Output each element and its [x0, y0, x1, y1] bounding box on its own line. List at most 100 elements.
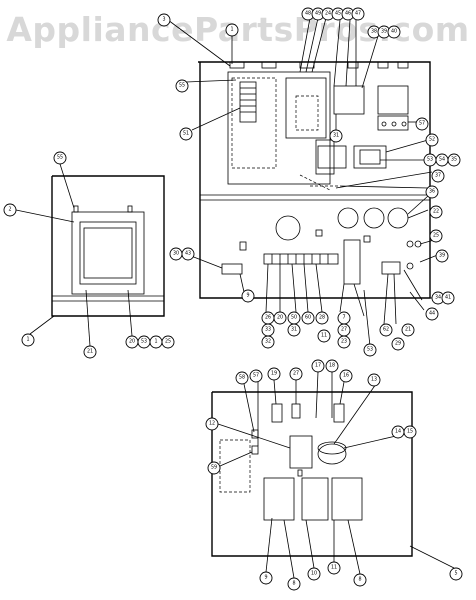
callout: 1	[149, 335, 163, 349]
callout: 55	[53, 151, 67, 165]
svg-text:58: 58	[239, 375, 245, 381]
callout: 44	[425, 307, 439, 321]
callout: 21	[83, 345, 97, 359]
callout: 31	[329, 129, 343, 143]
svg-text:7: 7	[342, 315, 345, 321]
svg-text:19: 19	[271, 371, 277, 377]
svg-text:11: 11	[321, 333, 327, 339]
svg-text:20: 20	[277, 315, 283, 321]
callout: 57	[249, 369, 263, 383]
svg-text:31: 31	[291, 327, 297, 333]
callout: 51	[179, 127, 193, 141]
svg-text:35: 35	[451, 157, 457, 163]
callout: 54	[435, 153, 449, 167]
svg-text:29: 29	[395, 341, 401, 347]
callout: 59	[207, 461, 221, 475]
svg-text:34: 34	[435, 295, 441, 301]
callout: 14	[391, 425, 405, 439]
left-cover-panel	[51, 175, 165, 317]
svg-text:50: 50	[291, 315, 297, 321]
callout: 50	[287, 311, 301, 325]
callout: 27	[337, 323, 351, 337]
svg-text:31: 31	[333, 133, 339, 139]
callout: 19	[267, 367, 281, 381]
callout: 5	[449, 567, 463, 581]
callout: 43	[181, 247, 195, 261]
svg-text:49: 49	[315, 11, 321, 17]
callout: 18	[325, 359, 339, 373]
svg-text:45: 45	[335, 11, 341, 17]
callout: 32	[261, 335, 275, 349]
callout: 8	[353, 573, 367, 587]
callout: 1	[225, 23, 239, 37]
callout: 20	[273, 311, 287, 325]
svg-text:55: 55	[179, 83, 185, 89]
svg-text:37: 37	[435, 173, 441, 179]
callout: 28	[315, 311, 329, 325]
callout: 36	[425, 185, 439, 199]
svg-text:39: 39	[439, 253, 445, 259]
svg-text:48: 48	[305, 11, 311, 17]
svg-text:16: 16	[343, 373, 349, 379]
callout: 53	[137, 335, 151, 349]
svg-text:13: 13	[371, 377, 377, 383]
callout: 60	[301, 311, 315, 325]
callout: 22	[429, 205, 443, 219]
callout: 11	[317, 329, 331, 343]
callout: 27	[289, 367, 303, 381]
callout: 31	[287, 323, 301, 337]
callout: 25	[161, 335, 175, 349]
svg-text:9: 9	[264, 575, 267, 581]
svg-text:36: 36	[429, 189, 435, 195]
callout: 55	[175, 79, 189, 93]
callout: 53	[423, 153, 437, 167]
svg-text:24: 24	[325, 11, 331, 17]
svg-text:22: 22	[433, 209, 439, 215]
callout: 25	[429, 229, 443, 243]
svg-text:12: 12	[209, 421, 215, 427]
svg-text:21: 21	[405, 327, 411, 333]
callout: 10	[307, 567, 321, 581]
svg-text:32: 32	[265, 339, 271, 345]
callout: 62	[379, 323, 393, 337]
callout: 7	[337, 311, 351, 325]
callout: 57	[415, 117, 429, 131]
callout: 39	[435, 249, 449, 263]
callout: 26	[261, 311, 275, 325]
callout: 13	[367, 373, 381, 387]
callout: 46	[341, 7, 355, 21]
svg-text:1: 1	[230, 27, 233, 33]
callout: 17	[311, 359, 325, 373]
callout: 11	[327, 561, 341, 575]
callout: 2	[3, 203, 17, 217]
callout: 16	[339, 369, 353, 383]
svg-text:17: 17	[315, 363, 321, 369]
callout: 33	[261, 323, 275, 337]
callout: 21	[401, 323, 415, 337]
callout: 1	[21, 333, 35, 347]
svg-text:62: 62	[383, 327, 389, 333]
svg-text:46: 46	[345, 11, 351, 17]
lower-component-box	[211, 391, 413, 557]
svg-text:15: 15	[407, 429, 413, 435]
svg-text:3: 3	[162, 17, 165, 23]
svg-text:59: 59	[211, 465, 217, 471]
callout: 52	[425, 133, 439, 147]
callout: 47	[351, 7, 365, 21]
callout: 39	[377, 25, 391, 39]
callout: 35	[447, 153, 461, 167]
callout: 20	[125, 335, 139, 349]
svg-text:57: 57	[253, 373, 259, 379]
callout: 37	[431, 169, 445, 183]
svg-text:43: 43	[185, 251, 191, 257]
svg-text:20: 20	[129, 339, 135, 345]
callouts: 3 1 48 49 24 45 46 47 38 39 40 55 51 31 …	[3, 7, 463, 591]
svg-text:8: 8	[358, 577, 361, 583]
svg-text:1: 1	[26, 337, 29, 343]
callout: 53	[363, 343, 377, 357]
svg-text:2: 2	[8, 207, 11, 213]
upper-control-box	[198, 61, 431, 301]
svg-text:5: 5	[454, 571, 457, 577]
svg-text:51: 51	[183, 131, 189, 137]
